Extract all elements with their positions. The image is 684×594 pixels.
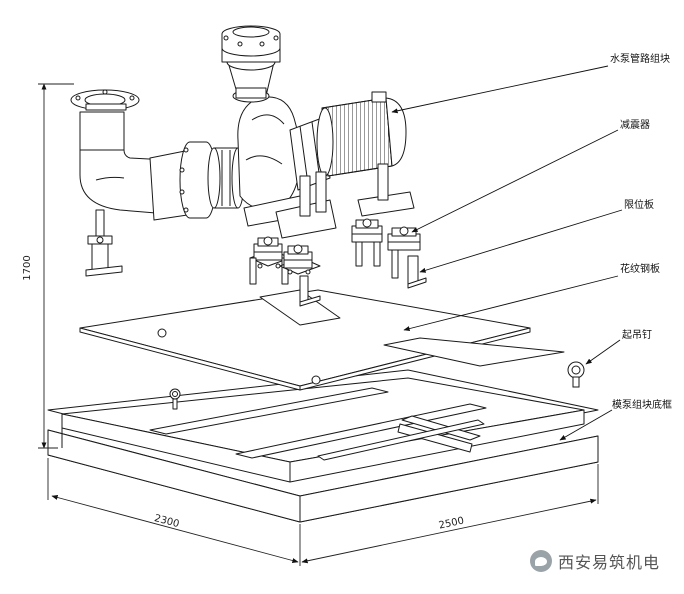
isolator-left-2 <box>279 244 321 307</box>
dimension-width-right <box>301 464 599 564</box>
watermark-text: 西安易筑机电 <box>558 553 661 572</box>
dimension-width-right-label: 2500 <box>438 516 465 532</box>
leader-lifting-eye <box>585 339 621 365</box>
base-frame <box>47 369 599 523</box>
isolator-right-2 <box>387 226 427 289</box>
motor <box>275 91 415 239</box>
isolator-right-1 <box>351 218 383 267</box>
dimension-width-left <box>47 458 301 566</box>
label-limit-block: 限位板 <box>624 198 654 211</box>
lifting-eye-part <box>567 361 585 388</box>
dimension-height <box>38 83 74 449</box>
label-pump-module: 水泵管路组块 <box>610 52 670 65</box>
leader-limit-block <box>419 209 623 273</box>
leader-checker-plate <box>403 275 619 332</box>
watermark: 西安易筑机电 <box>530 549 660 573</box>
isolator-left-1 <box>249 236 291 285</box>
discharge-pipe <box>70 89 217 277</box>
leader-reducer <box>411 129 619 233</box>
label-checker-plate: 花纹钢板 <box>620 262 660 275</box>
label-lifting-eye: 起吊钉 <box>622 329 652 341</box>
leader-pump-module <box>391 65 609 114</box>
label-base-frame: 模泵组块底框 <box>612 398 672 411</box>
checker-plate <box>79 289 565 391</box>
label-reducer: 减震器 <box>620 119 650 131</box>
pump-volute <box>221 25 305 227</box>
dimension-width-left-label: 2300 <box>153 513 180 530</box>
frame-lifting-eye <box>169 388 181 410</box>
leader-base-frame <box>559 409 613 441</box>
wechat-icon <box>530 550 552 572</box>
dimension-height-label: 1700 <box>22 255 33 280</box>
